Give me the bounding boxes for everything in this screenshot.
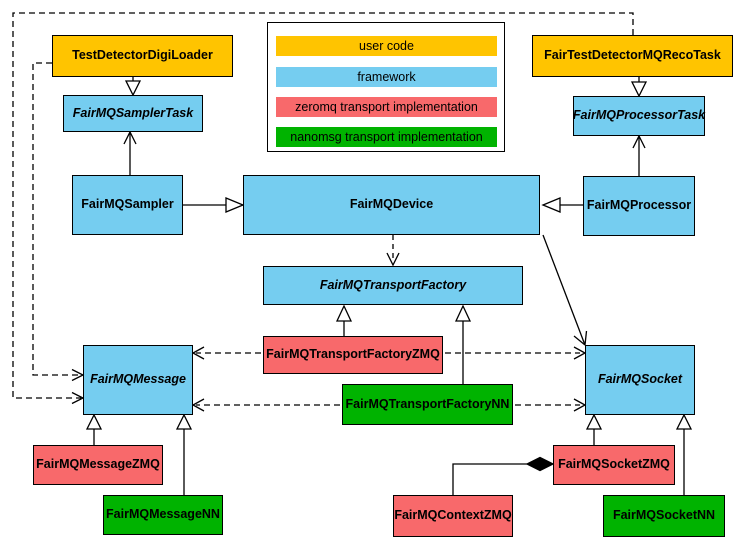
- legend-label: user code: [359, 39, 414, 53]
- class-box-fairmqsocketnn: FairMQSocketNN: [603, 495, 725, 537]
- edge-factorynn-factory-inheritance: [454, 304, 472, 384]
- class-box-fairmqsocket: FairMQSocket: [585, 345, 695, 415]
- legend-item-nanomsg: nanomsg transport implementation: [276, 127, 497, 147]
- class-box-fairmqsocketzmq: FairMQSocketZMQ: [553, 445, 675, 485]
- class-box-fairmqmessagenn: FairMQMessageNN: [103, 495, 223, 535]
- edge-factoryzmq-message-dashed: [191, 346, 261, 360]
- legend: user code framework zeromq transport imp…: [267, 22, 505, 152]
- legend-label: framework: [357, 70, 416, 84]
- edge-factoryzmq-factory-inheritance: [335, 304, 353, 336]
- class-box-fairmqmessagezmq: FairMQMessageZMQ: [33, 445, 163, 485]
- edge-sampler-device-inheritance: [183, 197, 245, 213]
- class-box-fairmqsamplertask: FairMQSamplerTask: [63, 95, 203, 132]
- class-box-fairmqtransportfactory: FairMQTransportFactory: [263, 266, 523, 305]
- class-box-fairmqcontextzmq: FairMQContextZMQ: [393, 495, 513, 537]
- class-box-fairtestdetectormqrecotask: FairTestDetectorMQRecoTask: [532, 35, 733, 77]
- legend-item-zeromq: zeromq transport implementation: [276, 97, 497, 117]
- legend-item-framework: framework: [276, 67, 497, 87]
- edge-processor-processortask-association: [632, 134, 646, 176]
- edge-processor-device-inheritance: [541, 197, 583, 213]
- edge-messagezmq-message-inheritance: [85, 413, 103, 445]
- edge-factorynn-socket-dashed: [515, 398, 587, 412]
- edge-messagenn-message-inheritance: [175, 413, 193, 495]
- edge-socketzmq-contextzmq-composition: [452, 456, 555, 495]
- class-box-fairmqdevice: FairMQDevice: [243, 175, 540, 235]
- class-box-fairmqtransportfactorynn: FairMQTransportFactoryNN: [342, 384, 513, 425]
- edge-digiloader-samplertask-inheritance: [124, 77, 142, 97]
- edge-recotask-processortask-inheritance: [630, 77, 648, 98]
- edge-socketzmq-socket-inheritance: [585, 413, 603, 445]
- edge-sampler-samplertask-association: [123, 130, 137, 175]
- legend-item-user-code: user code: [276, 36, 497, 56]
- legend-label: nanomsg transport implementation: [290, 130, 483, 144]
- legend-label: zeromq transport implementation: [295, 100, 478, 114]
- edge-factoryzmq-socket-dashed: [445, 346, 587, 360]
- class-box-fairmqtransportfactoryzmq: FairMQTransportFactoryZMQ: [263, 336, 443, 374]
- class-box-fairmqprocessortask: FairMQProcessorTask: [573, 96, 705, 136]
- edge-device-transportfactory-dashed: [386, 235, 400, 267]
- class-box-fairmqmessage: FairMQMessage: [83, 345, 193, 415]
- class-box-fairmqprocessor: FairMQProcessor: [583, 176, 695, 236]
- edge-socketnn-socket-inheritance: [675, 413, 693, 495]
- class-box-fairmqsampler: FairMQSampler: [72, 175, 183, 235]
- edge-factorynn-message-dashed: [191, 398, 340, 412]
- class-box-testdetectordigiloader: TestDetectorDigiLoader: [52, 35, 233, 77]
- edge-device-socket-association: [542, 234, 588, 346]
